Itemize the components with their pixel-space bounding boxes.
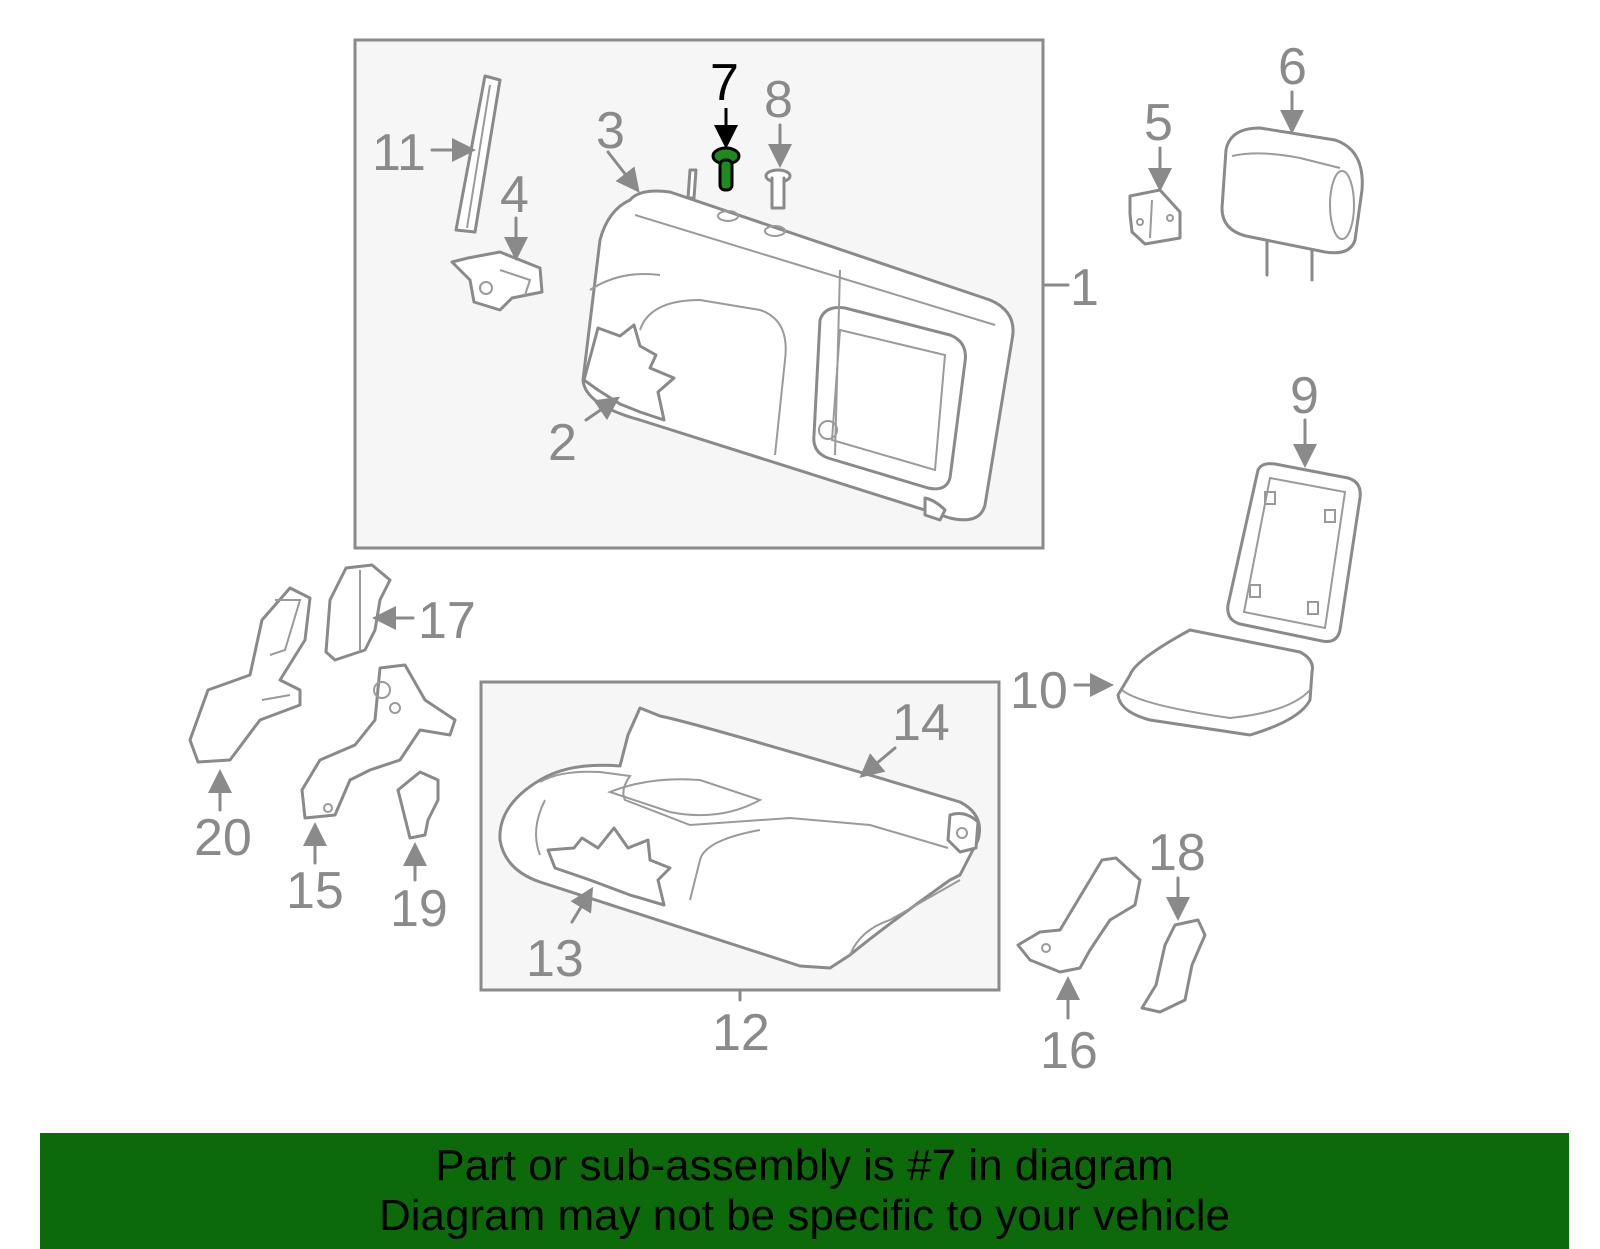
callout-15: 15 xyxy=(286,862,344,920)
callout-3: 3 xyxy=(596,102,625,160)
callout-14: 14 xyxy=(892,694,950,752)
callout-5: 5 xyxy=(1144,94,1173,152)
callout-20: 20 xyxy=(194,809,252,867)
callout-6: 6 xyxy=(1278,38,1307,96)
callout-19: 19 xyxy=(390,880,448,938)
callout-8: 8 xyxy=(764,71,793,129)
trim-piece-18[interactable] xyxy=(1140,918,1207,1014)
leader-arrows xyxy=(208,90,1317,1020)
hinge-bracket-15[interactable] xyxy=(300,663,457,820)
trim-piece-19[interactable] xyxy=(396,770,440,840)
trim-cover-17[interactable] xyxy=(324,563,392,662)
headrest-guide-bracket[interactable] xyxy=(1128,188,1182,246)
hinge-bracket-16[interactable] xyxy=(1016,856,1142,974)
callout-18: 18 xyxy=(1148,824,1206,882)
seat-back-panel[interactable] xyxy=(1226,462,1362,643)
callout-17: 17 xyxy=(418,592,476,650)
banner-line-1: Part or sub-assembly is #7 in diagram xyxy=(435,1141,1174,1190)
callout-11: 11 xyxy=(372,124,426,182)
bolt-part-7[interactable] xyxy=(711,146,741,192)
callout-9: 9 xyxy=(1290,367,1319,425)
bushing-part-8[interactable] xyxy=(764,168,792,210)
headrest[interactable] xyxy=(1220,126,1364,282)
callout-2: 2 xyxy=(548,414,577,472)
seat-cushion-pad-13[interactable] xyxy=(546,826,672,907)
callout-16: 16 xyxy=(1040,1022,1098,1080)
callout-7: 7 xyxy=(710,54,739,112)
callout-13: 13 xyxy=(526,930,584,988)
seat-cushion-pad[interactable] xyxy=(1116,628,1314,737)
callout-4: 4 xyxy=(500,166,529,224)
seat-back-pad[interactable] xyxy=(582,323,676,422)
seat-back-cover[interactable] xyxy=(581,168,1015,522)
side-trim-20[interactable] xyxy=(188,586,312,764)
banner-line-2: Diagram may not be specific to your vehi… xyxy=(378,1191,1231,1240)
callout-12: 12 xyxy=(712,1004,770,1062)
callout-10: 10 xyxy=(1010,662,1068,720)
info-banner: Part or sub-assembly is #7 in diagram Di… xyxy=(40,1133,1569,1249)
callout-1: 1 xyxy=(1070,259,1099,317)
